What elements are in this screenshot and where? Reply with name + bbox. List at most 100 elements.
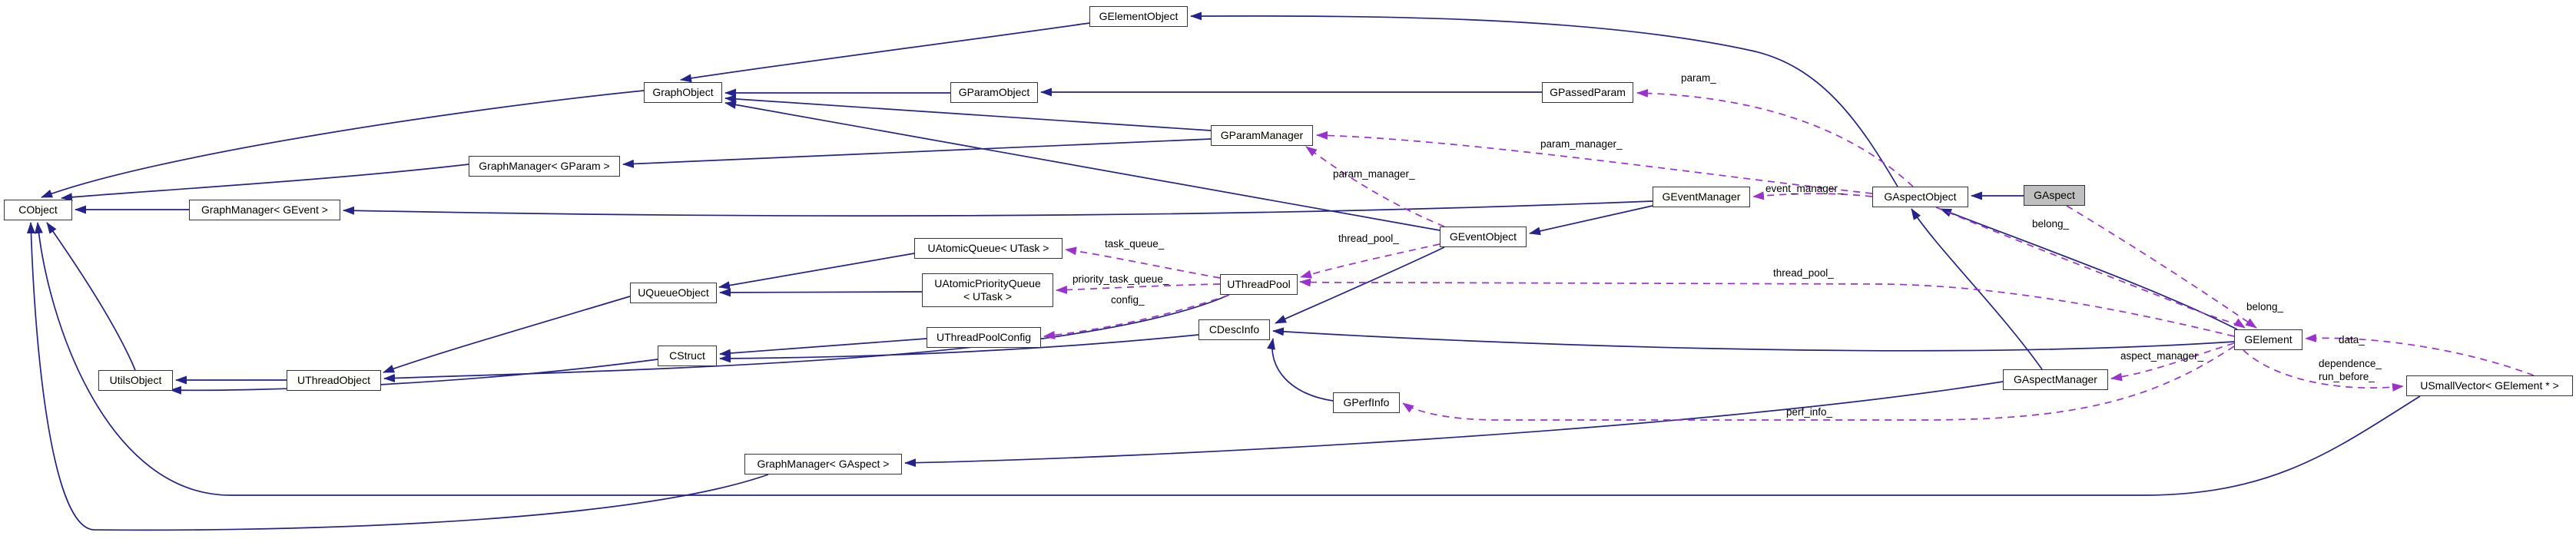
edge-geventobject-to-gparammanager [1305,146,1445,227]
edge-geventobject-to-graphobject [724,101,1441,231]
edge-label-uthreadpool-to-uatomicqueue: task_queue_ [1105,238,1164,251]
edge-label-text: run_before_ [2319,370,2375,382]
edge-label-text: priority_task_queue_ [1073,273,1169,285]
edge-label-gelement-to-gaspectmanager: aspect_manager_ [2120,350,2203,363]
edge-uatomicqueue-to-uqueueobject [718,253,915,290]
node-gaspectobject[interactable]: GAspectObject [1872,187,1968,207]
edge-label-uthreadpool-to-uatomicpriorityqueue: priority_task_queue_ [1073,273,1169,286]
edge-gaspectmanager-to-graphmanager-gaspect [904,381,2004,468]
edge-cdescinfo-to-cstruct [719,334,1199,363]
node-gelement[interactable]: GElement [2234,329,2302,350]
edge-gaspectobject-to-geventmanager [1752,191,1873,200]
node-label: GraphManager< GAspect > [757,457,890,470]
node-uatomicpriorityqueue[interactable]: UAtomicPriorityQueue< UTask > [922,273,1053,307]
node-cstruct[interactable]: CStruct [658,346,717,366]
edge-gelement-to-uthreadpool [1299,278,2235,337]
node-label: GPassedParam [1550,85,1626,98]
edge-label-gelement-to-gperfinfo: perf_info_ [1786,406,1832,419]
node-geventobject[interactable]: GEventObject [1440,227,1527,247]
node-label: UThreadPool [1227,277,1291,290]
edge-usmallvector-to-cobject [34,222,2421,496]
edge-label-text: param_manager_ [1540,138,1623,150]
node-label: GElement [2244,332,2293,346]
node-label: GParamObject [958,85,1030,98]
edge-utilsobject-to-cobject [46,222,136,371]
edge-label-gaspectobject-to-gparammanager: param_manager_ [1540,138,1623,151]
edge-label-gaspectobject-to-gelement: belong_ [2032,218,2069,231]
edge-geventmanager-to-graphmanager-gevent [343,200,1653,217]
edge-gaspect-to-gelement [2066,205,2257,329]
edge-graphmanager-gparam-to-cobject [61,164,469,202]
edge-gelement-to-cdescinfo [1272,327,2235,352]
node-label: USmallVector< GElement * > [2420,379,2559,392]
edge-label-gaspectobject-to-gpassedparam: param_ [1681,72,1716,85]
node-gelementobject[interactable]: GElementObject [1089,6,1188,27]
node-gperfinfo[interactable]: GPerfInfo [1333,392,1400,413]
edge-graphobject-to-cobject [41,90,645,198]
node-gpassedparam[interactable]: GPassedParam [1542,82,1633,103]
node-label: GAspectObject [1884,190,1957,203]
node-uqueueobject[interactable]: UQueueObject [630,283,717,303]
node-uatomicqueue[interactable]: UAtomicQueue< UTask > [914,238,1063,259]
edge-uthreadpool-to-uthreadobject [383,294,1230,383]
edge-gelement-to-gaspectmanager [2110,342,2235,382]
node-uthreadpool[interactable]: UThreadPool [1220,274,1298,295]
edge-gelement-to-usmallvector [2243,349,2404,392]
edge-usmallvector-to-gelement [2305,333,2535,376]
node-graphobject[interactable]: GraphObject [644,82,722,103]
edge-gaspectmanager-to-gaspectobject [1911,208,2043,370]
node-gparammanager[interactable]: GParamManager [1211,125,1313,146]
node-gaspectmanager[interactable]: GAspectManager [2003,369,2108,390]
edge-gelementobject-to-graphobject [680,22,1090,83]
edge-label-text: config_ [1111,294,1145,306]
edge-label-gelement-to-uthreadpool: thread_pool_ [1773,267,1834,280]
edge-geventobject-to-uthreadpool [1300,243,1441,279]
node-label: UAtomicPriorityQueue [934,276,1041,289]
edge-uthreadpoolconfig-to-cstruct [719,338,927,358]
node-label: GraphManager< GEvent > [201,203,328,216]
edge-label-text: aspect_manager_ [2120,350,2204,362]
edge-label-text: belong_ [2032,218,2070,230]
edge-label-usmallvector-to-gelement: data_ [2339,334,2365,347]
edge-gelement-to-gperfinfo [1402,346,2235,421]
edge-label-text: perf_info_ [1786,406,1833,418]
edge-uatomicpriorityqueue-to-uqueueobject [719,288,923,297]
edge-label-text: param_ [1681,72,1716,84]
node-label: GraphObject [652,85,714,98]
node-utilsobject[interactable]: UtilsObject [98,370,173,391]
edge-label-text: thread_pool_ [1338,233,1399,244]
edge-cstruct-to-utilsobject [170,359,658,395]
node-label: GPerfInfo [1343,395,1390,408]
node-label: GElementObject [1099,9,1179,22]
edge-uthreadpool-to-uatomicqueue [1065,246,1221,279]
edge-label-text: dependence_ [2319,358,2382,369]
edge-label-text: event_manager_ [1765,183,1844,194]
edge-label-text: task_queue_ [1105,238,1165,250]
node-label: CObject [18,203,58,216]
node-graphmanager-gaspect[interactable]: GraphManager< GAspect > [744,454,902,475]
node-uthreadpoolconfig[interactable]: UThreadPoolConfig [927,327,1041,348]
node-label: GraphManager< GParam > [479,159,610,172]
node-graphmanager-gevent[interactable]: GraphManager< GEvent > [189,200,340,220]
node-geventmanager[interactable]: GEventManager [1653,187,1750,207]
node-label: CStruct [669,349,705,362]
node-label: GAspect [2034,188,2075,201]
node-uthreadobject[interactable]: UThreadObject [287,370,381,391]
edge-label-text: data_ [2339,334,2365,346]
edge-label-uthreadpool-to-uthreadpoolconfig: config_ [1111,294,1145,307]
edge-gaspectobject-to-gelementobject [1190,12,1898,187]
node-usmallvector[interactable]: USmallVector< GElement * > [2406,375,2573,396]
edge-uthreadpool-to-uatomicpriorityqueue [1056,283,1221,295]
edge-gaspectobject-to-gelement [1935,207,2246,329]
edge-gparammanager-to-graphobject [724,94,1212,131]
node-graphmanager-gparam[interactable]: GraphManager< GParam > [469,156,620,177]
node-label: GEventManager [1662,190,1741,203]
node-cdescinfo[interactable]: CDescInfo [1198,319,1270,340]
node-gparamobject[interactable]: GParamObject [950,82,1038,103]
edge-gelement-to-gaspectobject [1940,208,2238,330]
edge-label-gaspectobject-to-geventmanager: event_manager_ [1765,183,1843,196]
edge-gaspectobject-to-gpassedparam [1636,88,1914,187]
node-cobject[interactable]: CObject [4,200,72,220]
